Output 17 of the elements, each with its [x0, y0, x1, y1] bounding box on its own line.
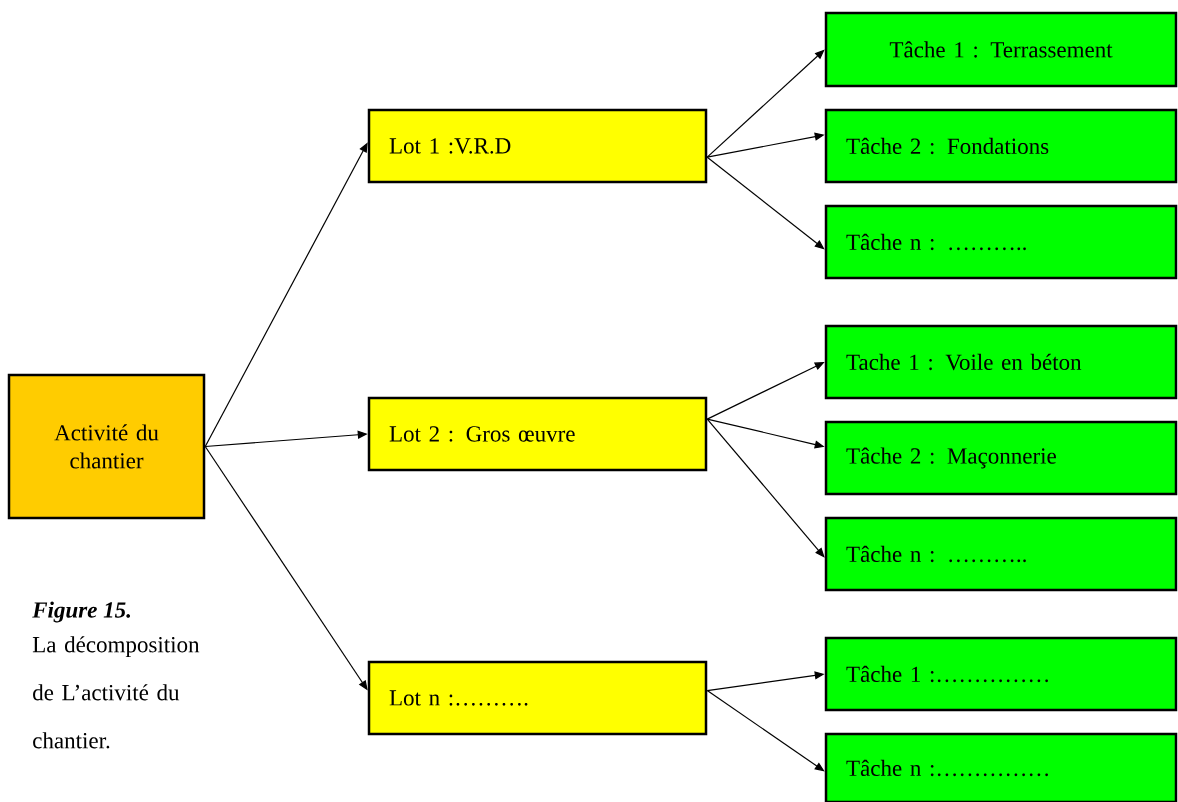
caption: La décomposition de L’activité du chantier. [32, 636, 200, 749]
figure-number: Figure 15. [32, 601, 131, 623]
arrow [706, 156, 825, 250]
task-box: Tâche 2 : Maçonnerie [824, 420, 1178, 496]
task-box: Tâche n :…………… [824, 732, 1178, 802]
task-box: Tache 1 : Voile en béton [824, 324, 1178, 400]
lot-box: Lot n :………. [367, 660, 708, 736]
task-box: Tâche n : ……….. [824, 516, 1178, 592]
task-box: Tâche n : ……….. [824, 204, 1178, 280]
lot-box: Lot 1 :V.R.D [367, 108, 708, 184]
arrow [706, 418, 825, 558]
arrow [706, 689, 825, 772]
task-box: Tâche 1 :…………… [824, 636, 1178, 712]
task-box: Tâche 2 : Fondations [824, 108, 1178, 184]
lot-box: Lot 2 : Gros œuvre [367, 396, 708, 472]
activity-box: Activité du chantier [7, 373, 206, 520]
task-box: Tâche 1 : Terrassement [824, 11, 1178, 88]
